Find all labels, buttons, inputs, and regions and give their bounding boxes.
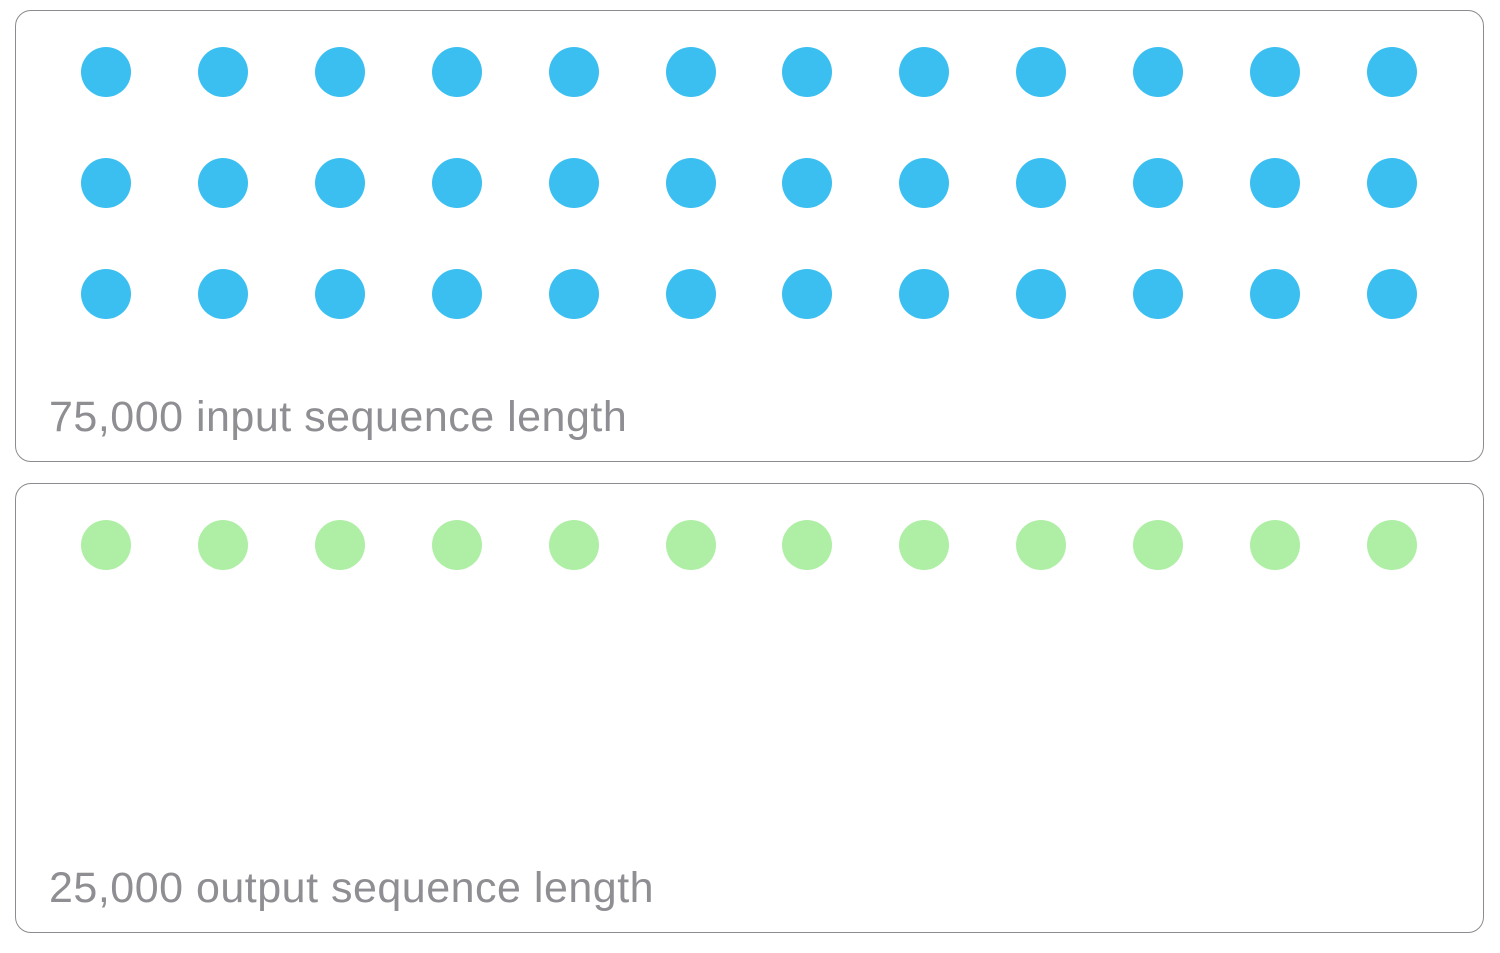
token-dot (782, 520, 833, 570)
token-dot (548, 47, 599, 97)
token-dot (431, 269, 482, 319)
token-dot (1133, 47, 1184, 97)
token-dot (899, 47, 950, 97)
token-dot (314, 269, 365, 319)
token-dot (81, 269, 131, 319)
token-dot (782, 158, 833, 208)
token-dot-row (81, 158, 1417, 208)
output-token-dot-grid (16, 484, 1483, 570)
token-dot (1250, 269, 1301, 319)
token-dot-row (81, 520, 1417, 570)
token-dot (899, 520, 950, 570)
input-token-dot-grid (16, 11, 1483, 319)
token-dot (1366, 158, 1417, 208)
token-dot (1016, 520, 1067, 570)
token-dot (1133, 520, 1184, 570)
token-dot (81, 158, 131, 208)
token-dot (431, 158, 482, 208)
token-dot (1250, 520, 1301, 570)
token-dot (431, 47, 482, 97)
token-dot (782, 47, 833, 97)
token-dot (197, 520, 248, 570)
token-dot (899, 158, 950, 208)
token-dot (314, 47, 365, 97)
token-dot (1016, 47, 1067, 97)
token-dot (314, 158, 365, 208)
token-dot (782, 269, 833, 319)
token-dot (1016, 158, 1067, 208)
token-dot (665, 520, 716, 570)
token-dot (1366, 47, 1417, 97)
token-dot (1250, 47, 1301, 97)
token-dot (1133, 269, 1184, 319)
token-dot (1366, 269, 1417, 319)
token-dot (665, 158, 716, 208)
token-dot (197, 269, 248, 319)
token-dot (197, 158, 248, 208)
token-dot (548, 269, 599, 319)
token-dot (548, 520, 599, 570)
token-dot (314, 520, 365, 570)
token-dot (197, 47, 248, 97)
input-sequence-label: 75,000 input sequence length (49, 392, 628, 441)
output-sequence-label: 25,000 output sequence length (49, 863, 655, 912)
token-dot (665, 47, 716, 97)
token-dot (1366, 520, 1417, 570)
token-dot (548, 158, 599, 208)
output-sequence-panel: 25,000 output sequence length (15, 483, 1484, 933)
token-dot (81, 47, 131, 97)
token-dot (1250, 158, 1301, 208)
token-dot-row (81, 47, 1417, 97)
token-dot (899, 269, 950, 319)
token-dot-row (81, 269, 1417, 319)
token-dot (81, 520, 131, 570)
token-dot (1133, 158, 1184, 208)
token-dot (431, 520, 482, 570)
input-sequence-panel: 75,000 input sequence length (15, 10, 1484, 462)
token-dot (1016, 269, 1067, 319)
token-dot (665, 269, 716, 319)
